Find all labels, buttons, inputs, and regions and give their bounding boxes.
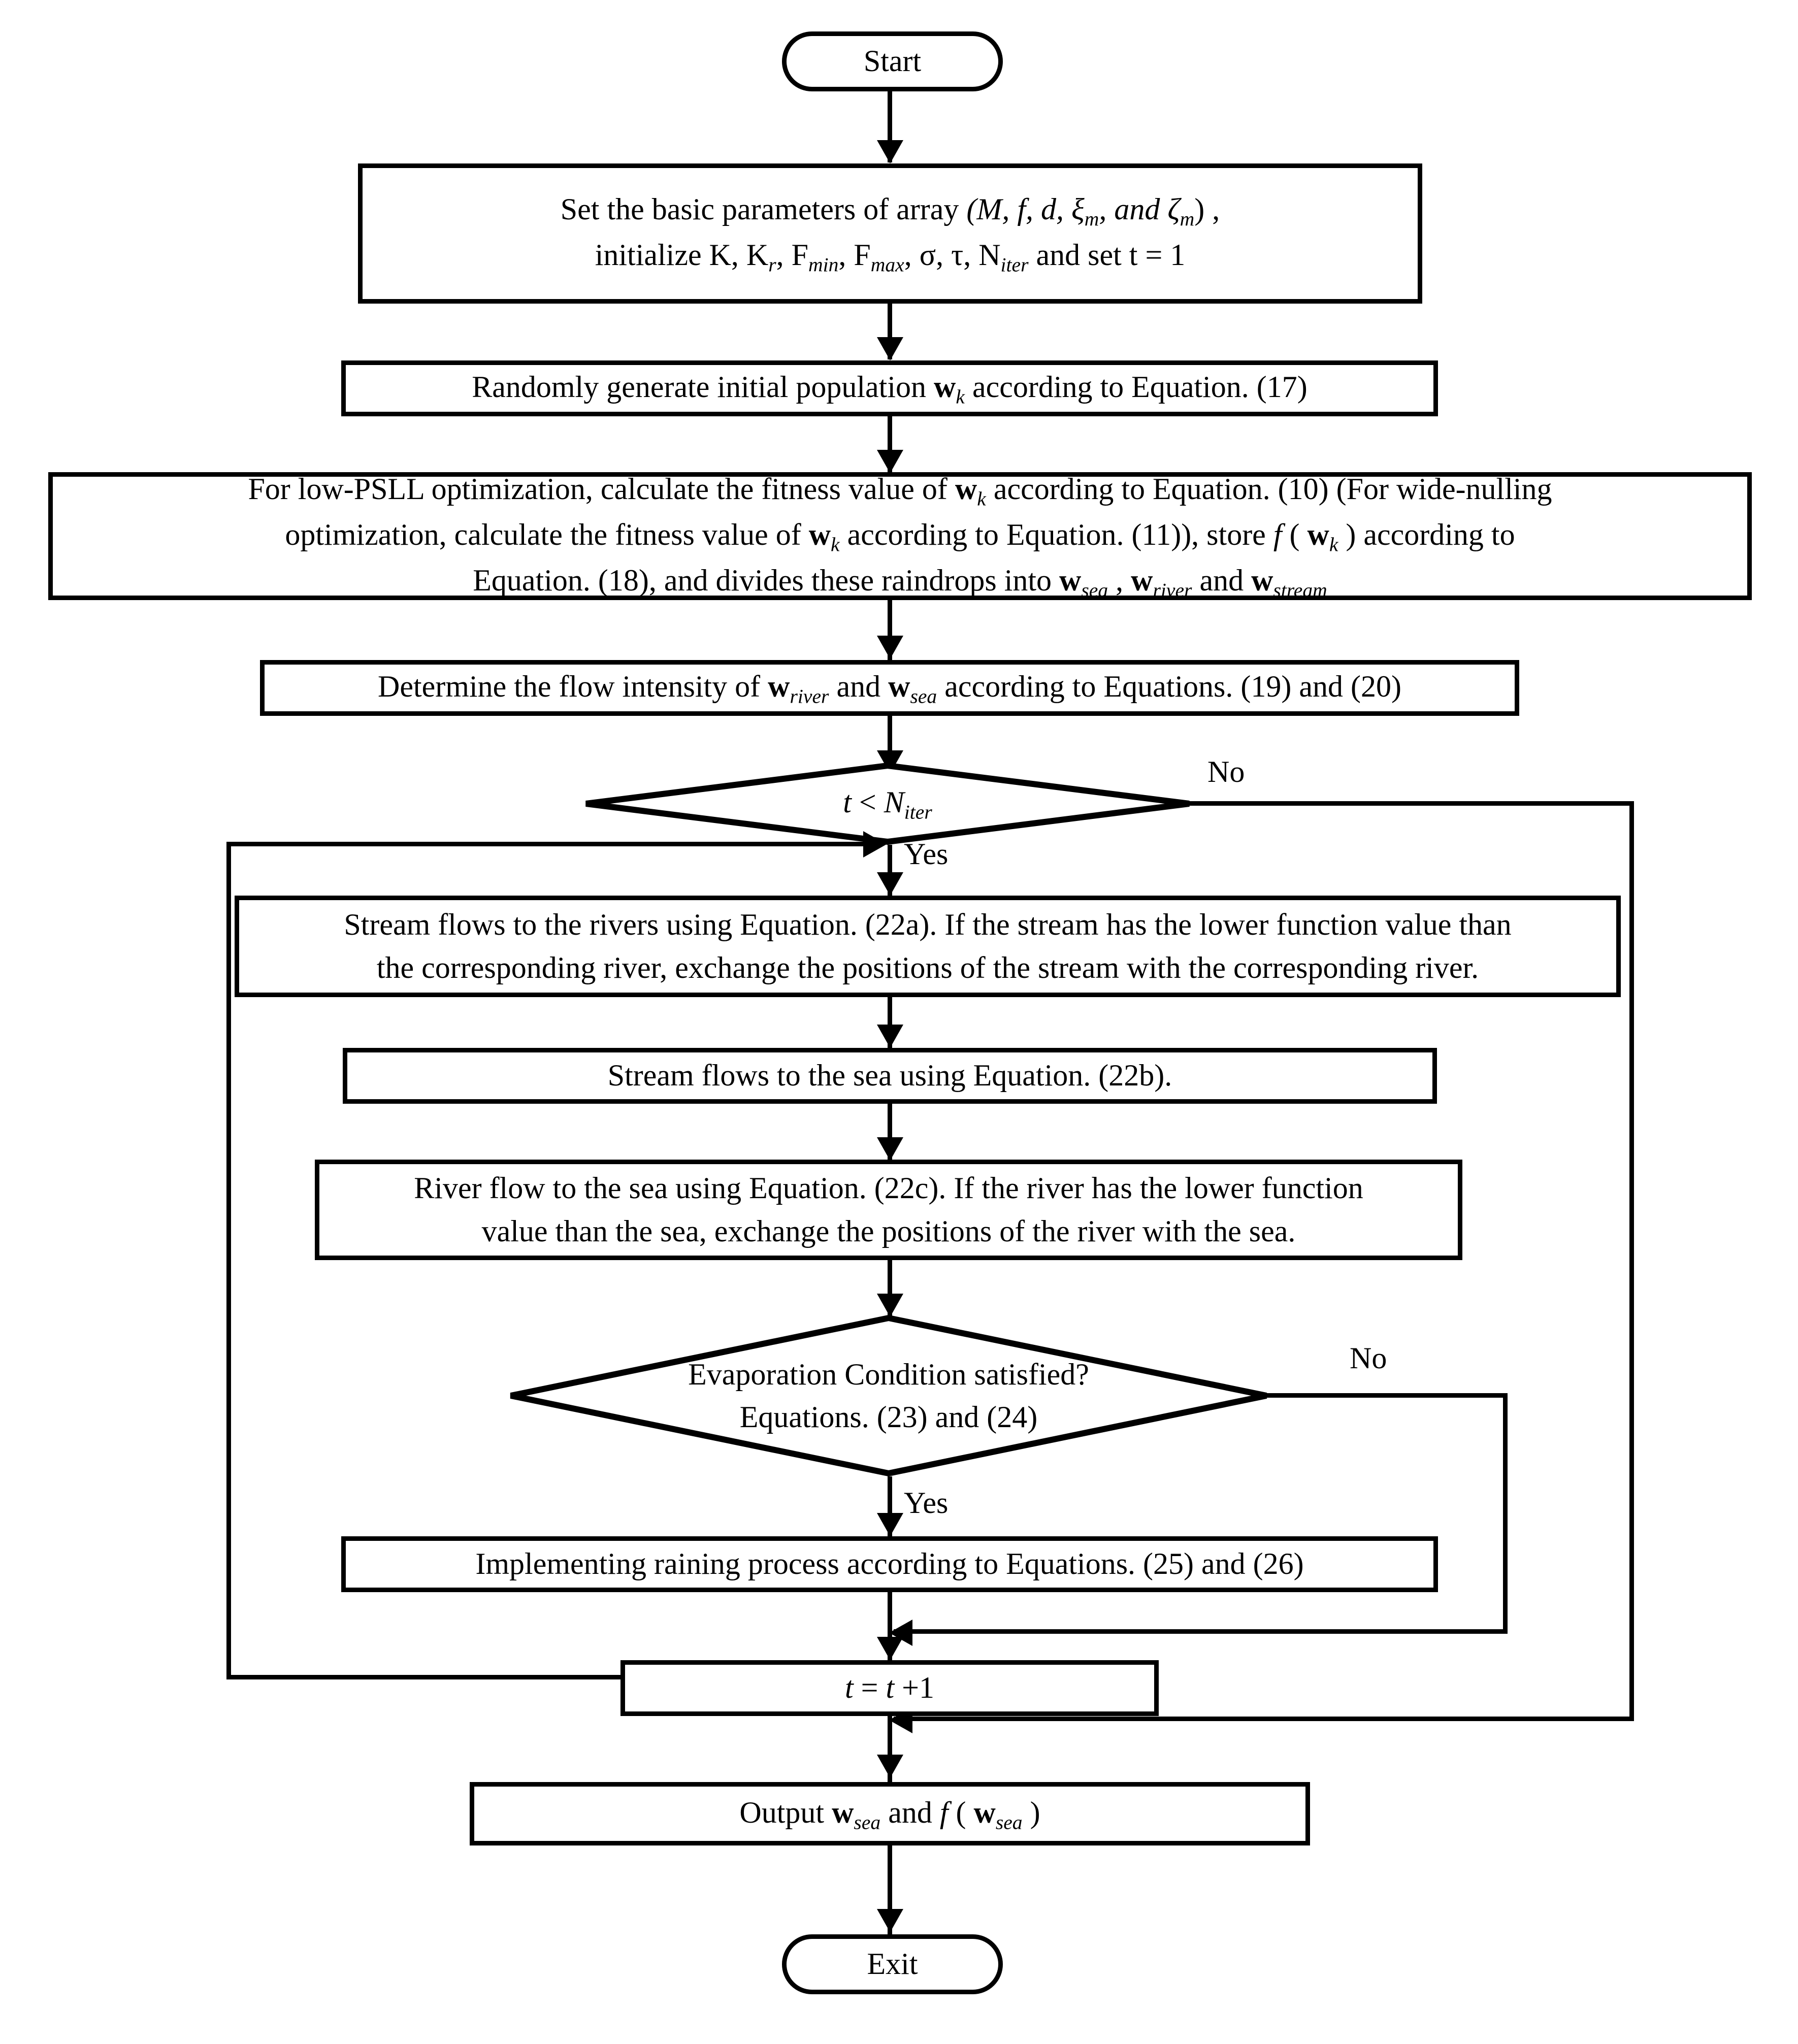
node-stream-to-rivers-label: Stream flows to the rivers using Equatio…: [344, 907, 1512, 984]
edge-evap-no-vertical: [1503, 1393, 1508, 1634]
edge-flowintensity-to-itercheck: [888, 716, 892, 772]
edge-increment-to-output: [888, 1716, 892, 1782]
node-fitness-evaluation[interactable]: For low-PSLL optimization, calculate the…: [48, 472, 1752, 602]
node-evaporation-check[interactable]: Evaporation Condition satisfied? Equatio…: [508, 1315, 1269, 1476]
edge-iter-no-to-output: [894, 1717, 1634, 1721]
edge-streamrivers-to-streamsea: [888, 997, 892, 1048]
node-iteration-check[interactable]: t < Niter: [583, 763, 1192, 845]
edge-evap-no-return-horizontal: [894, 1629, 1508, 1634]
node-set-parameters[interactable]: Set the basic parameters of array (M, f,…: [358, 163, 1422, 304]
node-river-to-sea-label: River flow to the sea using Equation. (2…: [414, 1171, 1363, 1248]
edge-setparams-to-population: [888, 304, 892, 359]
edge-label-evap-yes: Yes: [904, 1486, 949, 1520]
edge-iter-no-horizontal: [1189, 801, 1634, 806]
node-river-to-sea[interactable]: River flow to the sea using Equation. (2…: [315, 1160, 1462, 1260]
diamond-shape-iteration: [585, 763, 1190, 845]
edge-label-iter-yes: Yes: [904, 837, 949, 871]
edge-iter-yes-vertical: [888, 845, 892, 896]
arrow-head-down: [877, 1909, 903, 1932]
arrow-head-down: [877, 450, 903, 473]
node-start-label: Start: [863, 44, 922, 78]
node-set-parameters-label: Set the basic parameters of array (M, f,…: [560, 192, 1220, 276]
node-evaporation-check-label: Evaporation Condition satisfied? Equatio…: [688, 1358, 1089, 1434]
node-flow-intensity-label: Determine the flow intensity of wriver a…: [378, 670, 1401, 708]
edge-loopback-vertical: [226, 842, 231, 1679]
node-flow-intensity[interactable]: Determine the flow intensity of wriver a…: [260, 660, 1519, 716]
edge-streamsea-to-riversea: [888, 1104, 892, 1160]
edge-riversea-to-evaporation: [888, 1260, 892, 1316]
node-stream-to-sea[interactable]: Stream flows to the sea using Equation. …: [343, 1048, 1437, 1104]
node-stream-to-sea-label: Stream flows to the sea using Equation. …: [607, 1059, 1172, 1093]
node-fitness-evaluation-label: For low-PSLL optimization, calculate the…: [248, 472, 1552, 602]
node-increment-iteration[interactable]: t = t +1: [620, 1660, 1159, 1716]
node-raining-process-label: Implementing raining process according t…: [475, 1547, 1304, 1581]
node-increment-iteration-label: t = t +1: [844, 1671, 935, 1705]
diamond-shape-evaporation: [510, 1315, 1267, 1476]
arrow-head-down: [877, 1513, 903, 1536]
node-iteration-check-label: t < Niter: [843, 785, 932, 823]
arrow-head-right: [863, 831, 887, 858]
edge-output-to-exit: [888, 1845, 892, 1937]
edge-start-to-setparams: [888, 91, 892, 162]
arrow-head-down: [877, 1137, 903, 1161]
arrow-head-down: [877, 1755, 903, 1778]
node-initial-population-label: Randomly generate initial population wk …: [472, 370, 1307, 408]
arrow-head-down: [877, 140, 903, 163]
node-raining-process[interactable]: Implementing raining process according t…: [341, 1536, 1438, 1592]
edge-label-evap-no: No: [1350, 1341, 1387, 1375]
edge-evap-yes-vertical: [888, 1476, 892, 1536]
edge-loopback-top-horizontal: [226, 842, 866, 846]
edge-label-iter-no: No: [1207, 755, 1245, 788]
edge-iter-no-vertical: [1629, 801, 1634, 1721]
edge-population-to-fitness: [888, 416, 892, 472]
edge-raining-to-increment: [888, 1592, 892, 1663]
arrow-head-down: [877, 1294, 903, 1317]
edge-fitness-to-flowintensity: [888, 600, 892, 660]
node-stream-to-rivers[interactable]: Stream flows to the rivers using Equatio…: [235, 896, 1621, 997]
node-exit[interactable]: Exit: [782, 1934, 1003, 1994]
node-output[interactable]: Output wsea and f ( wsea ): [470, 1782, 1310, 1845]
node-output-label: Output wsea and f ( wsea ): [739, 1795, 1040, 1834]
node-initial-population[interactable]: Randomly generate initial population wk …: [341, 360, 1438, 416]
arrow-head-down: [877, 872, 903, 896]
node-exit-label: Exit: [867, 1947, 918, 1981]
node-start[interactable]: Start: [782, 31, 1003, 91]
edge-evap-no-horizontal: [1266, 1393, 1508, 1398]
edge-loopback-bottom-horizontal: [226, 1675, 625, 1679]
arrow-head-down: [877, 1025, 903, 1048]
arrow-head-down: [877, 636, 903, 659]
arrow-head-down: [877, 1637, 903, 1660]
arrow-head-down: [877, 337, 903, 360]
